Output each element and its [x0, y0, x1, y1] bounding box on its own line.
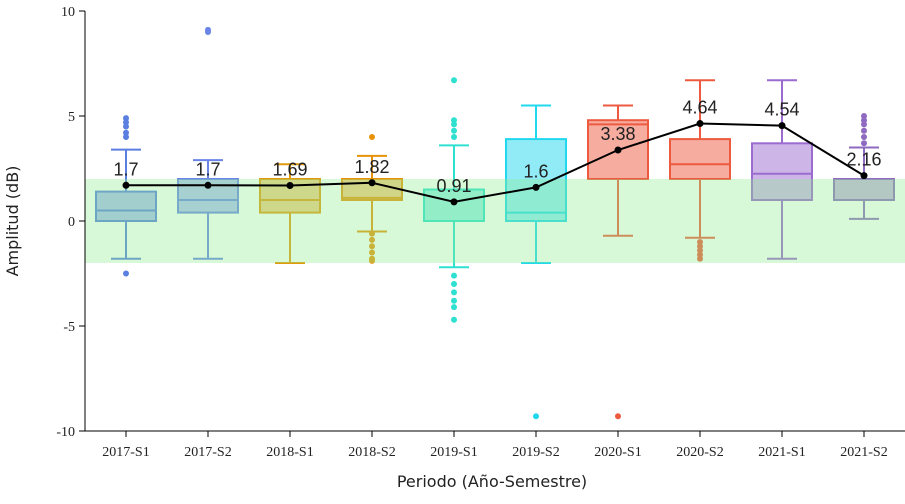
- x-tick-label: 2020-S2: [676, 445, 723, 460]
- outlier-point: [369, 230, 375, 237]
- mean-line: [126, 122, 865, 203]
- mean-label: 0.91: [436, 176, 471, 196]
- box-2019-S2: [505, 104, 567, 420]
- mean-point: [696, 120, 704, 128]
- mean-label: 4.64: [682, 98, 717, 118]
- outlier-point: [615, 413, 621, 420]
- mean-point: [122, 181, 130, 189]
- mean-point: [778, 122, 786, 130]
- x-tick-label: 2019-S2: [512, 445, 559, 460]
- outlier-point: [451, 289, 457, 296]
- x-tick-label: 2017-S2: [184, 445, 231, 460]
- outlier-point: [697, 247, 703, 254]
- iqr-box: [751, 142, 813, 202]
- outlier-point: [369, 134, 375, 140]
- mean-point: [860, 172, 868, 180]
- outlier-point: [123, 270, 129, 277]
- outlier-point: [697, 251, 703, 258]
- iqr-box: [95, 190, 157, 223]
- mean-label: 1.69: [272, 160, 307, 180]
- outlier-point: [451, 297, 457, 304]
- x-axis-title: Periodo (Año-Semestre): [397, 472, 587, 491]
- outlier-point: [451, 117, 457, 124]
- outlier-point: [861, 113, 867, 119]
- outlier-point: [369, 243, 375, 250]
- mean-label: 4.54: [764, 100, 799, 120]
- outlier-point: [205, 26, 211, 33]
- outlier-point: [861, 127, 867, 134]
- y-tick-label: 0: [68, 215, 75, 230]
- y-axis-title: Amplitud (dB): [3, 166, 22, 277]
- mean-point: [450, 198, 458, 206]
- iqr-box: [669, 138, 731, 181]
- outlier-point: [451, 121, 457, 128]
- outlier-point: [123, 115, 129, 122]
- outlier-point: [369, 249, 375, 256]
- box-2020-S1: [587, 104, 649, 420]
- y-tick-label: -10: [56, 425, 75, 440]
- outlier-point: [451, 304, 457, 311]
- outlier-point: [861, 121, 867, 128]
- mean-label: 1.7: [195, 159, 220, 179]
- mean-label: 3.38: [600, 124, 635, 144]
- y-tick-label: -5: [63, 320, 75, 335]
- outlier-point: [123, 129, 129, 136]
- box-2021-S1: [751, 79, 813, 260]
- outlier-point: [861, 140, 867, 147]
- x-tick-label: 2021-S2: [840, 445, 887, 460]
- outlier-point: [861, 134, 867, 140]
- mean-label: 1.82: [354, 157, 389, 177]
- outlier-point: [697, 239, 703, 245]
- outlier-point: [123, 123, 129, 130]
- outlier-point: [451, 127, 457, 134]
- mean-point: [614, 146, 622, 154]
- mean-label: 1.6: [523, 161, 548, 181]
- reference-band: [85, 179, 905, 263]
- box-2017-S1: [95, 115, 157, 277]
- outlier-point: [123, 119, 129, 126]
- outlier-point: [451, 272, 457, 279]
- mean-point: [204, 181, 212, 189]
- outlier-point: [697, 255, 703, 262]
- box-2020-S2: [669, 79, 731, 262]
- y-tick-label: 10: [61, 5, 75, 20]
- outlier-point: [533, 413, 539, 420]
- mean-point: [286, 182, 294, 190]
- x-tick-label: 2021-S1: [758, 445, 805, 460]
- outlier-point: [123, 134, 129, 140]
- mean-label: 2.16: [846, 150, 881, 170]
- iqr-box: [505, 138, 567, 223]
- x-tick-label: 2019-S1: [430, 445, 477, 460]
- outlier-point: [451, 281, 457, 287]
- outlier-point: [369, 257, 375, 264]
- outlier-point: [697, 243, 703, 250]
- outlier-point: [861, 117, 867, 124]
- x-tick-label: 2017-S1: [102, 445, 149, 460]
- mean-label: 1.7: [113, 159, 138, 179]
- mean-point: [532, 183, 540, 191]
- outlier-point: [451, 77, 457, 84]
- outlier-point: [369, 236, 375, 243]
- x-tick-label: 2018-S1: [266, 445, 313, 460]
- outlier-point: [451, 316, 457, 323]
- x-tick-label: 2020-S1: [594, 445, 641, 460]
- mean-point: [368, 179, 376, 187]
- x-tick-label: 2018-S2: [348, 445, 395, 460]
- outlier-point: [451, 134, 457, 140]
- y-tick-label: 5: [68, 110, 75, 125]
